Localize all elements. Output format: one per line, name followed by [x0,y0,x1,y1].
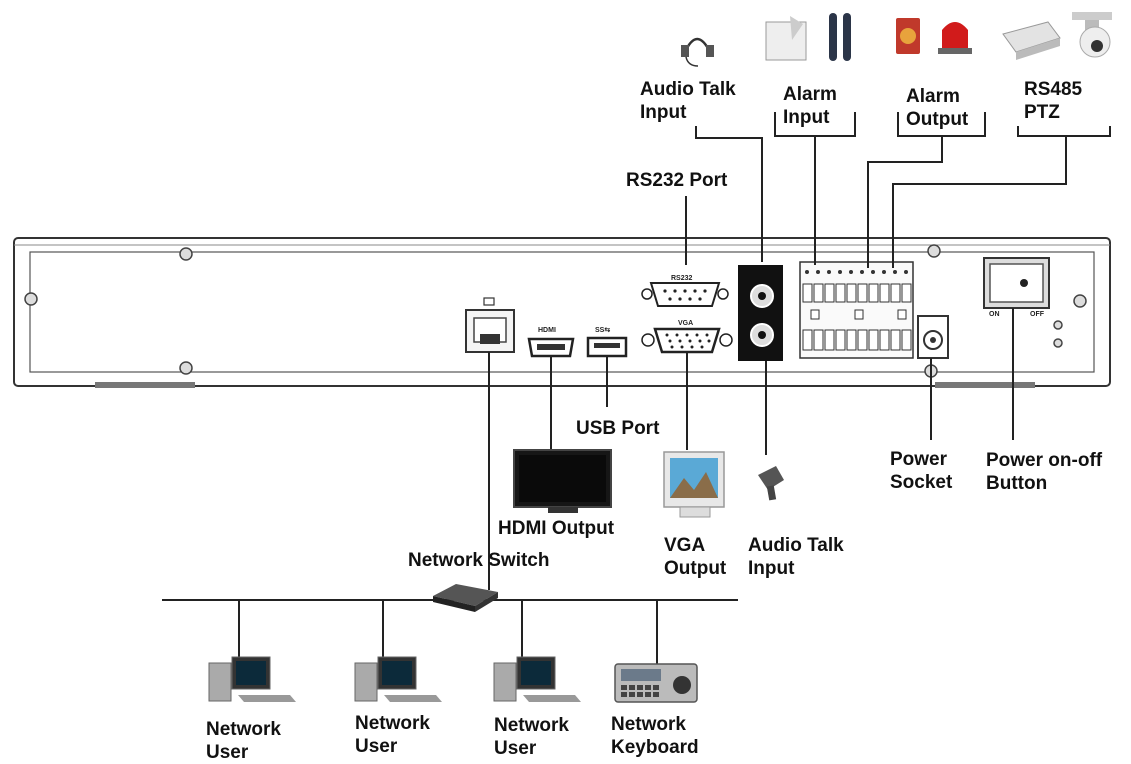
connector-lines [162,112,1111,665]
hdmi-monitor-icon [513,449,612,513]
label-audio-talk-input-bottom: Audio Talk Input [748,534,844,580]
label-line: USB Port [576,418,660,439]
label-usb-port: USB Port [576,417,659,440]
label-line: User [206,742,249,763]
vga-monitor-icon [663,451,725,518]
usb-mark: SS⇆ [595,326,610,334]
ptz-dome-camera-icon [1072,12,1112,58]
label-line: RS485 [1024,79,1083,100]
network-port [465,297,515,353]
alarm-bell-icon [896,18,920,54]
label-power-button: Power on-off Button [986,449,1102,495]
label-line: Keyboard [611,737,699,758]
label-line: Input [640,102,687,123]
hdmi-port [527,337,575,358]
rs232-port [641,282,729,307]
label-line: Network [206,719,281,740]
label-line: Network Switch [408,550,550,571]
label-network-user-1: Network User [206,718,281,764]
headset-icon [681,37,714,67]
label-line: Network [611,714,686,735]
label-line: Audio Talk [640,79,736,100]
vga-mark: VGA [678,320,693,327]
power-off-mark: OFF [1030,311,1045,318]
label-alarm-input: Alarm Input [783,83,837,129]
label-line: Input [748,558,795,579]
label-network-keyboard: Network Keyboard [611,713,699,759]
label-line: Button [986,473,1048,494]
label-line: HDMI Output [498,518,615,539]
label-line: Power on-off [986,450,1103,471]
label-line: Output [906,109,969,130]
network-keyboard-icon [614,663,698,703]
label-line: Network [494,715,569,736]
label-audio-talk-input-top: Audio Talk Input [640,78,736,124]
label-line: Power [890,449,948,470]
label-vga-output: VGA Output [664,534,726,580]
label-network-user-2: Network User [355,712,430,758]
chassis-screws [24,244,1087,378]
network-switch-icon [433,584,498,612]
label-line: User [494,738,537,759]
alarm-terminal-block [799,261,914,359]
power-switch [983,257,1050,309]
label-line: Input [783,107,830,128]
rs232-mark: RS232 [671,275,693,282]
label-line: Alarm [783,84,837,105]
hdmi-mark: HDMI [538,327,556,334]
label-line: User [355,736,398,757]
microphone-icon [758,466,784,501]
label-alarm-output: Alarm Output [906,85,968,131]
computer-icon-2 [354,656,442,702]
label-power-socket: Power Socket [890,448,952,494]
ptz-decoder-icon [1002,21,1061,60]
beam-sensor-icon [829,13,851,61]
door-sensor-icon [765,16,807,61]
label-rs485-ptz: RS485 PTZ [1024,78,1082,124]
label-line: Alarm [906,86,960,107]
label-line: Output [664,558,727,579]
audio-jack-block [738,265,783,361]
label-line: Network [355,713,430,734]
vga-port [641,327,733,354]
alarm-siren-icon [938,22,972,54]
nvr-chassis [13,237,1111,388]
label-line: PTZ [1024,102,1060,123]
computer-icon-1 [208,656,296,702]
label-line: Socket [890,472,953,493]
label-rs232-port: RS232 Port [626,169,727,192]
label-line: Audio Talk [748,535,844,556]
power-on-mark: ON [989,311,1000,318]
usb-port [586,336,628,358]
label-line: RS232 Port [626,170,728,191]
label-network-switch: Network Switch [408,549,549,572]
power-socket [917,315,949,359]
label-hdmi-output: HDMI Output [498,517,614,540]
label-network-user-3: Network User [494,714,569,760]
label-line: VGA [664,535,706,556]
computer-icon-3 [493,656,581,702]
